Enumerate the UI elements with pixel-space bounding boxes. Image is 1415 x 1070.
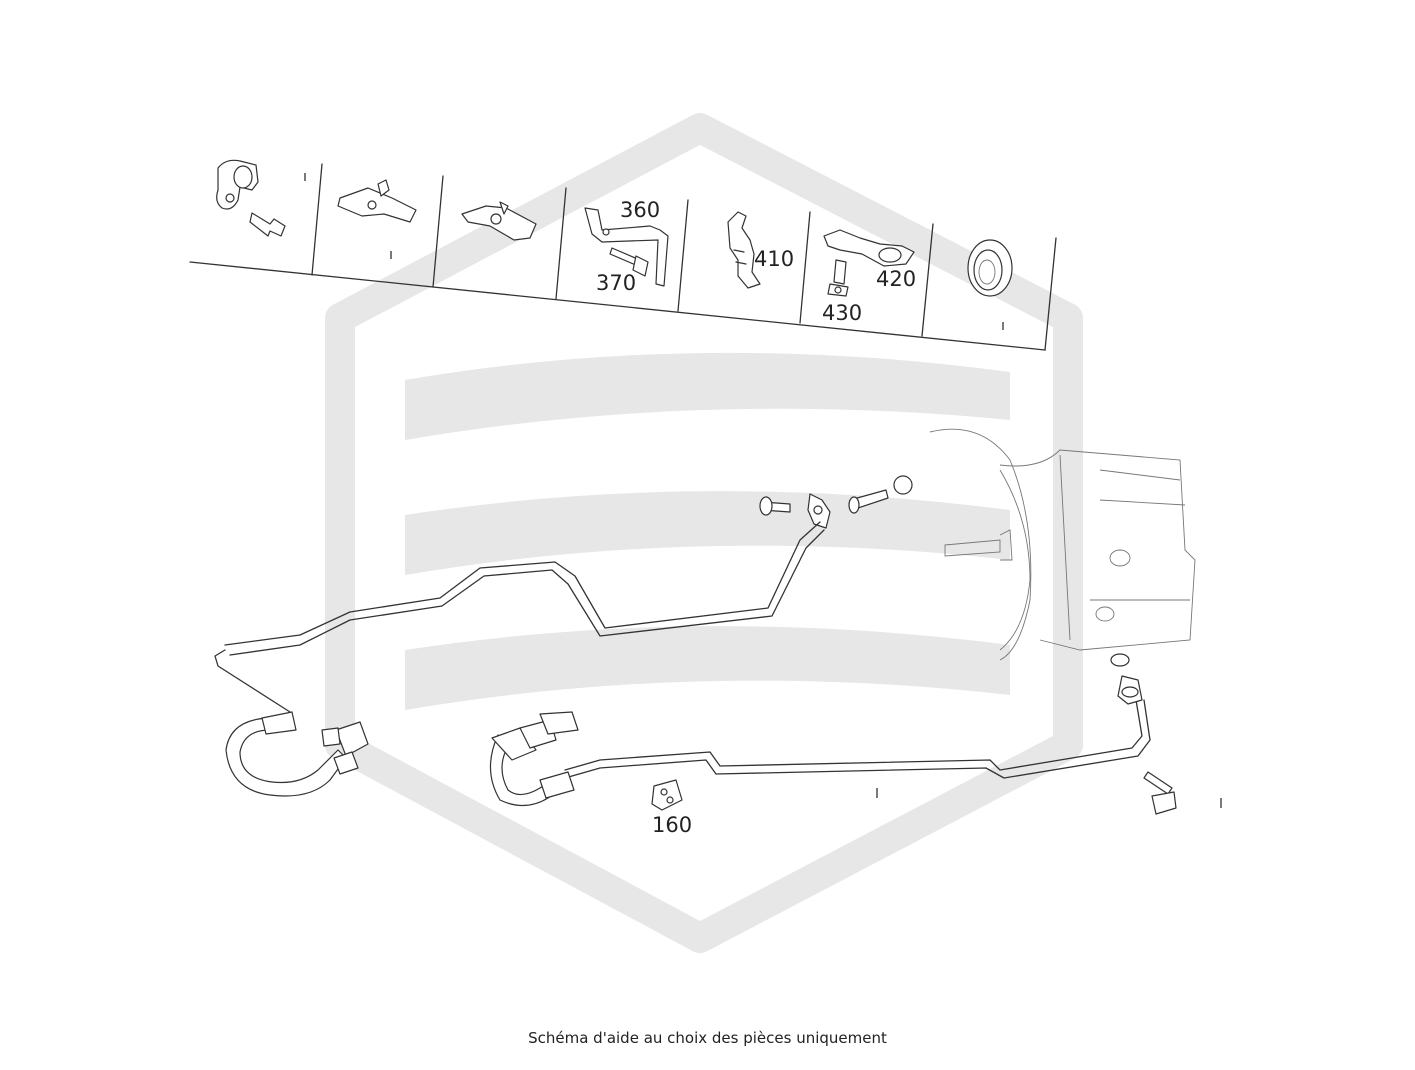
- part-370-bolt-icon: [609, 247, 649, 277]
- bracket-stud-icon: [337, 179, 417, 223]
- seal-ring-icon: [967, 239, 1013, 297]
- table-divider: [1044, 237, 1057, 351]
- part-420-bracket-icon: [823, 229, 915, 267]
- table-divider: [432, 175, 444, 288]
- part-label-360: 360: [620, 198, 660, 222]
- upper-left-hose-icon: [225, 711, 369, 797]
- right-bolt-icon: [1143, 771, 1177, 815]
- caption: Schéma d'aide au choix des pièces unique…: [528, 1029, 887, 1047]
- right-fitting-icon: [1117, 675, 1143, 705]
- upper-oil-line: [214, 521, 825, 713]
- part-label-430: 430: [822, 301, 862, 325]
- lower-hose-icon: [489, 711, 579, 807]
- part-410-clip-icon: [727, 211, 761, 289]
- watermark-logo: [325, 113, 1083, 953]
- part-430-bolt-icon: [827, 259, 849, 297]
- parts-table: [189, 163, 1057, 351]
- clamp-part-icon: [216, 159, 286, 237]
- banjo-fitting-icon: [807, 493, 831, 529]
- banjo-bolt-icon: [759, 496, 791, 516]
- part-label-370: 370: [596, 271, 636, 295]
- table-divider: [677, 199, 689, 312]
- sealing-washer-icon: [1110, 653, 1130, 667]
- lower-oil-line: [564, 699, 1151, 779]
- part-label-160: 160: [652, 813, 692, 837]
- part-label-410: 410: [754, 247, 794, 271]
- part-360-bracket-icon: [584, 207, 669, 287]
- table-divider: [921, 223, 934, 337]
- table-divider: [555, 187, 567, 300]
- transmission-housing-icon: [929, 428, 1196, 661]
- adapter-fitting-icon: [848, 489, 889, 514]
- part-160-holder-icon: [651, 779, 683, 811]
- sealing-washer-icon: [893, 475, 913, 495]
- table-divider: [311, 163, 323, 276]
- table-divider: [799, 211, 811, 324]
- part-label-420: 420: [876, 267, 916, 291]
- bracket-icon: [461, 201, 537, 241]
